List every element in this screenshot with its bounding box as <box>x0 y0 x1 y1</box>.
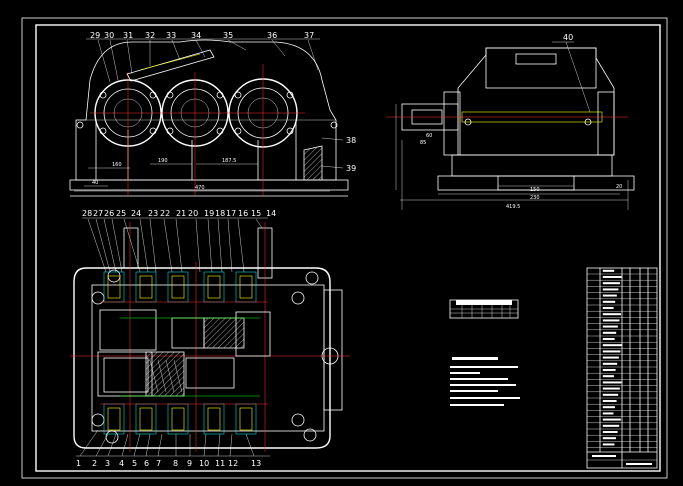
parts-list-cell-mark <box>602 338 615 341</box>
front-dim-160: 160 <box>112 162 122 168</box>
parts-list-cell-mark <box>602 418 621 421</box>
front-label-33: 33 <box>166 31 176 40</box>
front-label-37: 37 <box>304 31 314 40</box>
parts-list-cell-mark <box>602 412 614 415</box>
top-label-27: 27 <box>93 209 103 218</box>
inner-frame <box>35 24 661 472</box>
front-label-29: 29 <box>90 31 100 40</box>
parts-list-cell-mark <box>602 350 621 353</box>
front-label-39: 39 <box>346 164 356 173</box>
front-label-32: 32 <box>145 31 155 40</box>
front-dim-470: 470 <box>195 185 205 191</box>
parts-list-cell-mark <box>602 362 618 365</box>
parts-list-cell-mark <box>602 282 620 285</box>
front-label-34: 34 <box>191 31 201 40</box>
bottom-label-8: 8 <box>173 459 178 468</box>
technical-requirements-notes <box>450 357 520 406</box>
top-label-26: 26 <box>104 209 114 218</box>
parts-list-cell-mark <box>602 437 617 440</box>
top-label-20: 20 <box>188 209 198 218</box>
front-label-31: 31 <box>123 31 133 40</box>
side-label-40: 40 <box>563 33 573 42</box>
parts-list-cell-mark <box>602 356 619 359</box>
bottom-label-5: 5 <box>132 459 137 468</box>
bottom-label-7: 7 <box>156 459 161 468</box>
outer-frame <box>21 17 668 479</box>
top-label-18: 18 <box>215 209 225 218</box>
parts-list-title-block <box>586 267 658 469</box>
parts-list-cell-mark <box>602 269 615 272</box>
side-dim-20: 20 <box>616 184 622 190</box>
parts-list-cell-mark <box>602 300 616 303</box>
top-label-17: 17 <box>226 209 236 218</box>
bottom-label-4: 4 <box>119 459 124 468</box>
parts-list-cell-mark <box>602 294 617 297</box>
parts-list-cell-mark <box>602 313 621 316</box>
side-dim-230: 230 <box>530 195 540 201</box>
top-label-14: 14 <box>266 209 276 218</box>
bottom-label-11: 11 <box>215 459 225 468</box>
parts-list-cell-mark <box>602 319 620 322</box>
front-dim-40: 40 <box>92 180 98 186</box>
bottom-label-2: 2 <box>92 459 97 468</box>
top-label-16: 16 <box>238 209 248 218</box>
parts-list-cell-mark <box>602 325 618 328</box>
parts-list-cell-mark <box>602 387 620 390</box>
front-label-38: 38 <box>346 136 356 145</box>
top-label-24: 24 <box>131 209 141 218</box>
parts-list-cell-mark <box>602 288 619 291</box>
front-label-35: 35 <box>223 31 233 40</box>
tech-characteristics-table <box>449 299 519 319</box>
parts-list-cell-mark <box>602 406 616 409</box>
parts-list-cell-mark <box>602 400 617 403</box>
parts-list-cell-mark <box>602 331 617 334</box>
top-section-view: 28 27 26 25 24 23 22 21 20 19 18 17 16 1… <box>70 209 350 468</box>
front-label-36: 36 <box>267 31 277 40</box>
bottom-label-13: 13 <box>251 459 261 468</box>
parts-list-cell-mark <box>602 344 622 347</box>
front-view: 29 30 31 32 33 34 35 36 37 38 39 40 160 … <box>69 31 356 197</box>
front-dim-190: 190 <box>158 158 168 164</box>
parts-list-cell-mark <box>602 307 614 310</box>
side-dim-150: 150 <box>530 187 540 193</box>
parts-list-cell-mark <box>602 393 619 396</box>
parts-list-cell-mark <box>602 424 620 427</box>
side-view: 40 60 85 150 230 419.5 20 <box>386 33 635 210</box>
bottom-label-12: 12 <box>228 459 238 468</box>
side-dim-85: 85 <box>420 140 426 146</box>
bottom-label-3: 3 <box>105 459 110 468</box>
parts-list-cell-mark <box>602 276 622 279</box>
side-dim-419-5: 419.5 <box>506 204 520 210</box>
bottom-label-6: 6 <box>144 459 149 468</box>
parts-list-cell-mark <box>602 443 615 446</box>
bottom-label-9: 9 <box>187 459 192 468</box>
front-dim-187-5: 187.5 <box>222 158 236 164</box>
parts-list-cell-mark <box>602 431 618 434</box>
bottom-label-1: 1 <box>76 459 81 468</box>
top-label-23: 23 <box>148 209 158 218</box>
top-label-25: 25 <box>116 209 126 218</box>
top-label-22: 22 <box>160 209 170 218</box>
parts-list-cell-mark <box>602 375 615 378</box>
top-label-28: 28 <box>82 209 92 218</box>
parts-list-cell-mark <box>602 369 616 372</box>
top-label-19: 19 <box>204 209 214 218</box>
top-label-21: 21 <box>176 209 186 218</box>
front-label-30: 30 <box>104 31 114 40</box>
side-dim-60: 60 <box>426 133 432 139</box>
bottom-label-10: 10 <box>199 459 209 468</box>
parts-list-cell-mark <box>602 381 622 384</box>
top-label-15: 15 <box>251 209 261 218</box>
